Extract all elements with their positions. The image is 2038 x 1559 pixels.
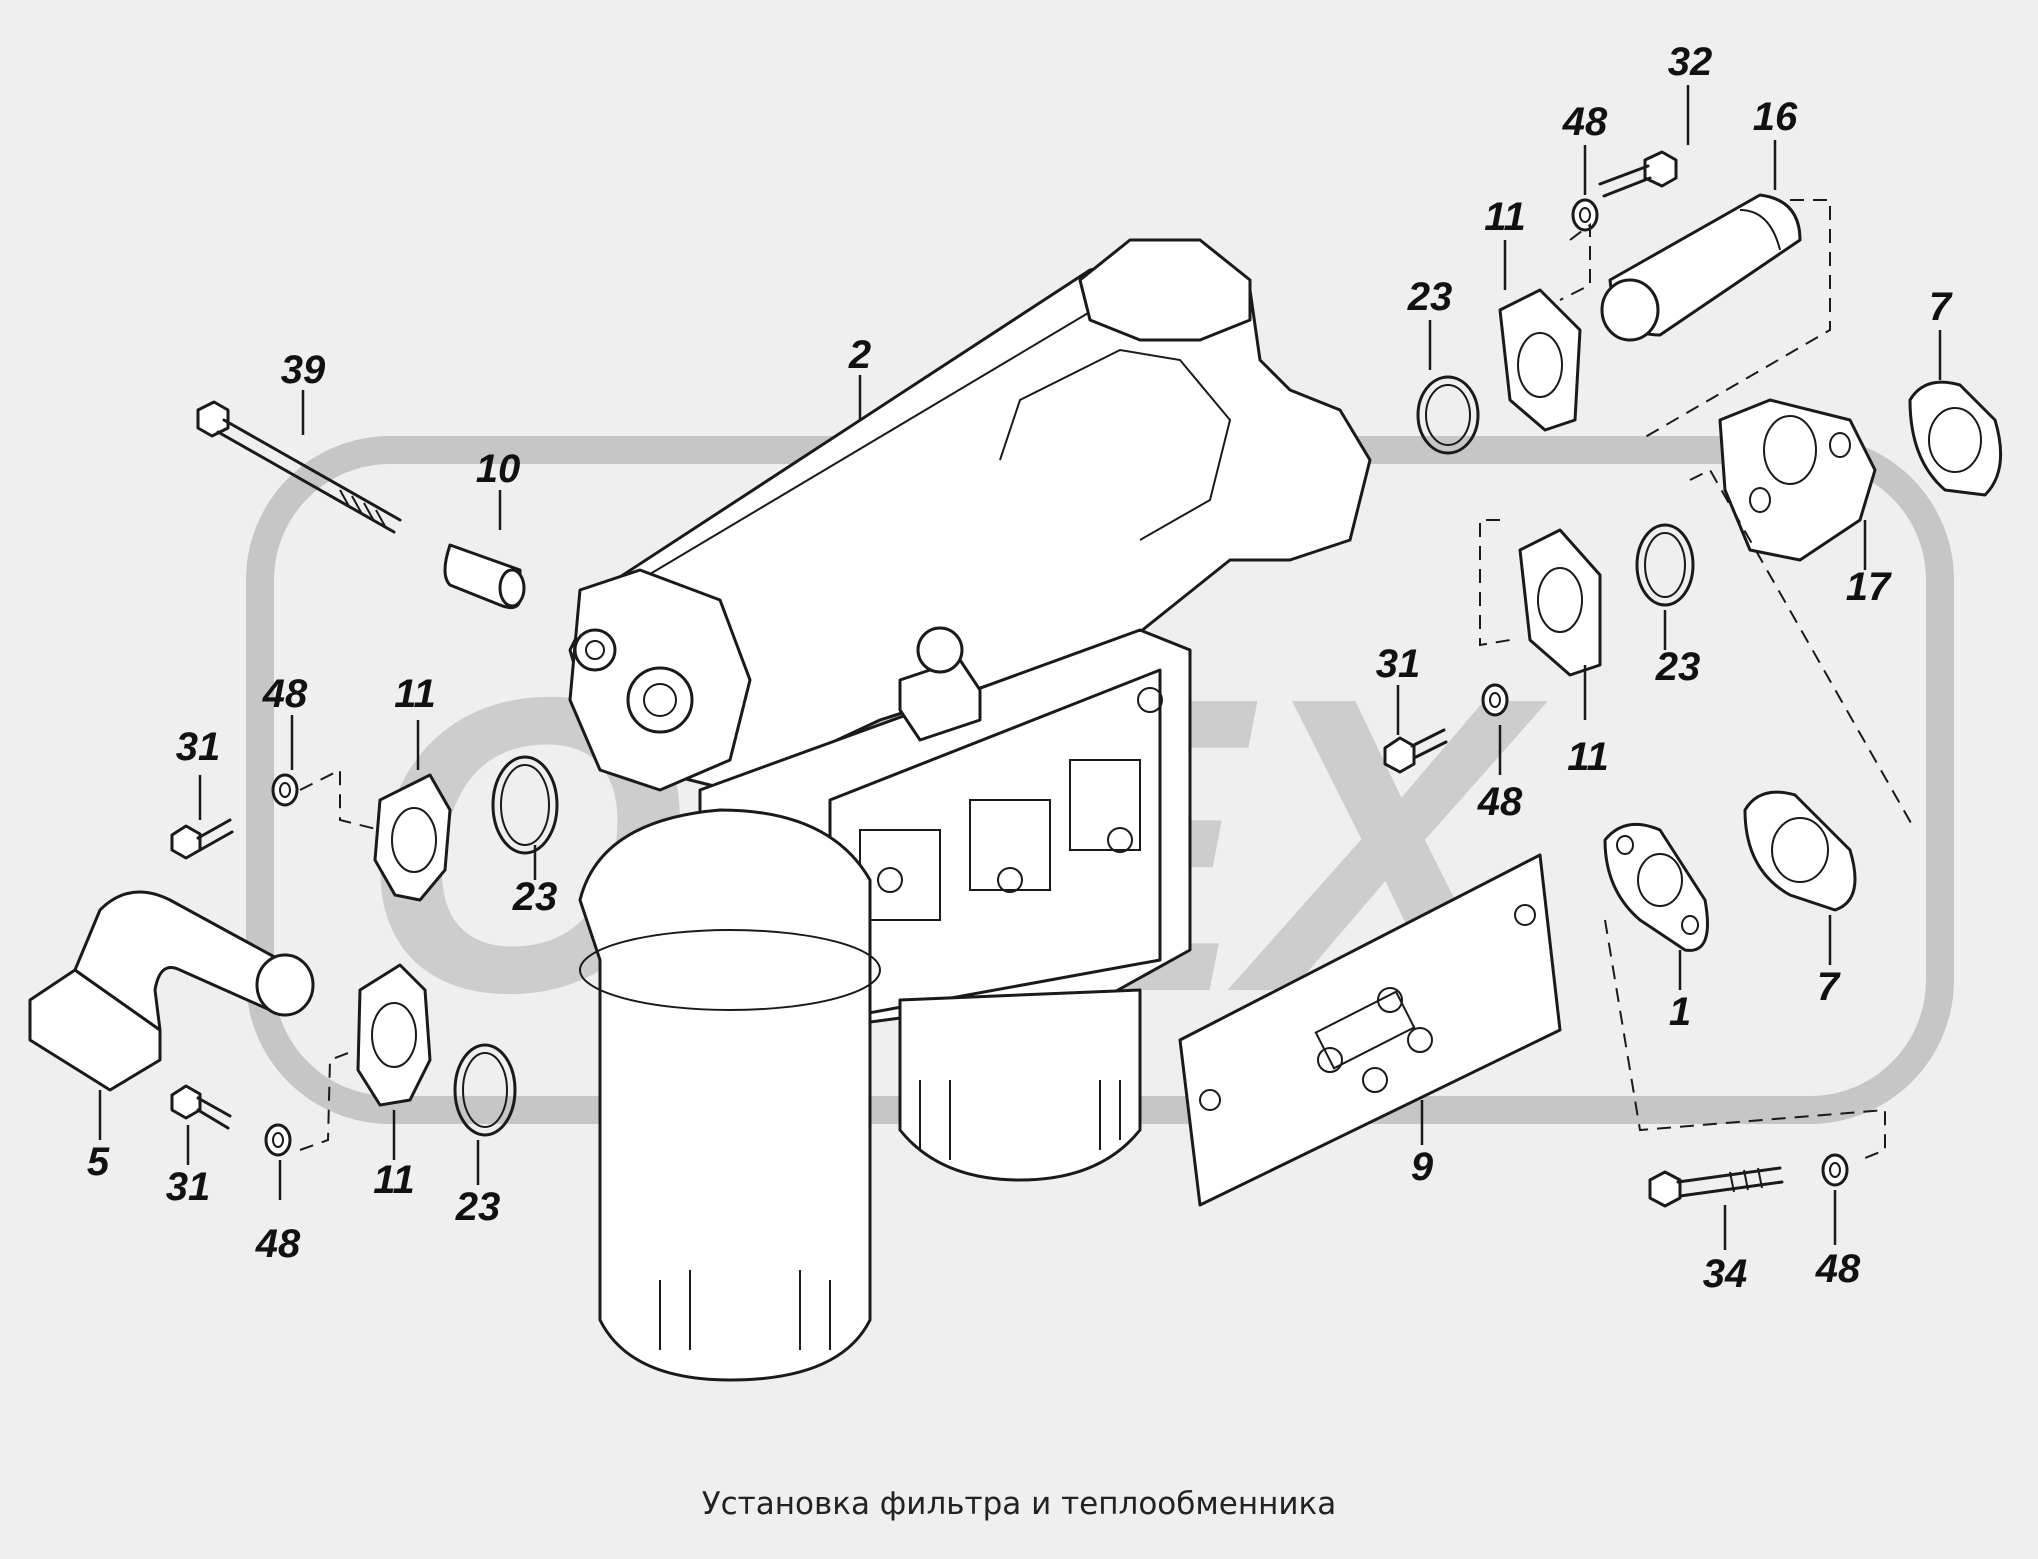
callout-31-right: 31 <box>1376 642 1421 686</box>
callout-48-right: 48 <box>1477 780 1523 824</box>
callout-23-lower-left: 23 <box>455 1185 501 1229</box>
callout-48-bottom: 48 <box>1815 1247 1861 1291</box>
callout-7-lower: 7 <box>1817 965 1841 1009</box>
callout-11-lower-left: 11 <box>373 1158 415 1202</box>
callout-23-middle-right: 23 <box>1655 645 1701 689</box>
bolt-32[interactable] <box>1598 150 1678 198</box>
callout-2: 2 <box>848 333 871 377</box>
callout-48-lower-left: 48 <box>255 1222 301 1266</box>
oring-23-lower-left[interactable] <box>453 1043 517 1137</box>
callout-labels: 39 10 2 48 31 11 23 5 31 48 11 23 32 48 … <box>87 40 1953 1296</box>
tube-16[interactable] <box>1600 193 1802 342</box>
callout-23-upper-left: 23 <box>512 875 558 919</box>
elbow-pipe-5[interactable] <box>28 890 315 1092</box>
bolt-31-lower-left[interactable] <box>170 1084 232 1130</box>
callout-48-upper-left: 48 <box>262 672 308 716</box>
callout-17: 17 <box>1846 565 1892 609</box>
callout-9: 9 <box>1411 1145 1434 1189</box>
washer-48-upper-left[interactable] <box>271 773 299 807</box>
gasket-plate-9[interactable] <box>1178 853 1562 1207</box>
gasket-11-upper-left[interactable] <box>373 773 452 902</box>
callout-48-top: 48 <box>1562 100 1608 144</box>
callout-16: 16 <box>1753 95 1798 139</box>
bolt-31-right[interactable] <box>1383 728 1448 774</box>
heat-exchanger-end-flange[interactable] <box>568 568 752 792</box>
callout-39: 39 <box>281 348 326 392</box>
callout-5: 5 <box>87 1140 110 1184</box>
callout-11-top: 11 <box>1484 195 1526 239</box>
assembly-line-top <box>1559 223 1591 301</box>
callout-23-top: 23 <box>1407 275 1453 319</box>
assembly-line-middle <box>1479 519 1511 647</box>
assembly-line-flange <box>1689 468 1916 831</box>
oring-23-middle-right[interactable] <box>1635 523 1695 607</box>
washer-48-right[interactable] <box>1481 683 1509 717</box>
oring-23-top[interactable] <box>1416 375 1480 455</box>
washer-48-bottom[interactable] <box>1821 1153 1849 1187</box>
gasket-1[interactable] <box>1603 822 1709 952</box>
callout-7-top: 7 <box>1929 285 1953 329</box>
bolt-31-upper-left[interactable] <box>170 818 234 860</box>
assembly-line-left-upper <box>299 768 381 831</box>
callout-11-middle-right: 11 <box>1567 735 1609 779</box>
callout-31-upper-left: 31 <box>176 725 221 769</box>
gasket-7-top[interactable] <box>1908 380 2003 497</box>
gasket-11-top[interactable] <box>1498 288 1582 432</box>
washer-48-top[interactable] <box>1571 198 1599 232</box>
gasket-11-lower-left[interactable] <box>356 963 432 1107</box>
assembly-line-tube <box>1639 199 1831 441</box>
assembly-line-left-lower <box>299 1049 357 1151</box>
spacer-sleeve[interactable] <box>443 543 526 610</box>
callout-34: 34 <box>1703 1252 1748 1296</box>
callout-11-upper-left: 11 <box>394 672 436 716</box>
figure-caption: Установка фильтра и теплообменника <box>701 1486 1337 1522</box>
bolt-34[interactable] <box>1648 1166 1784 1208</box>
callout-32: 32 <box>1668 40 1713 84</box>
oil-filter-left[interactable] <box>578 808 881 1382</box>
callout-31-lower-left: 31 <box>166 1165 211 1209</box>
washer-48-lower-left[interactable] <box>264 1123 292 1157</box>
leader-lines <box>98 85 1942 1250</box>
callout-10: 10 <box>476 447 521 491</box>
oil-filter-right[interactable] <box>898 988 1142 1182</box>
callout-1: 1 <box>1669 990 1691 1034</box>
gasket-7-lower[interactable] <box>1743 790 1857 912</box>
long-bolt[interactable] <box>196 400 402 534</box>
assembly-line-lower-right <box>1604 919 1886 1161</box>
oring-23-upper-left[interactable] <box>491 755 559 855</box>
gasket-11-middle-right[interactable] <box>1518 528 1602 677</box>
flange-adapter-17[interactable] <box>1718 398 1877 562</box>
